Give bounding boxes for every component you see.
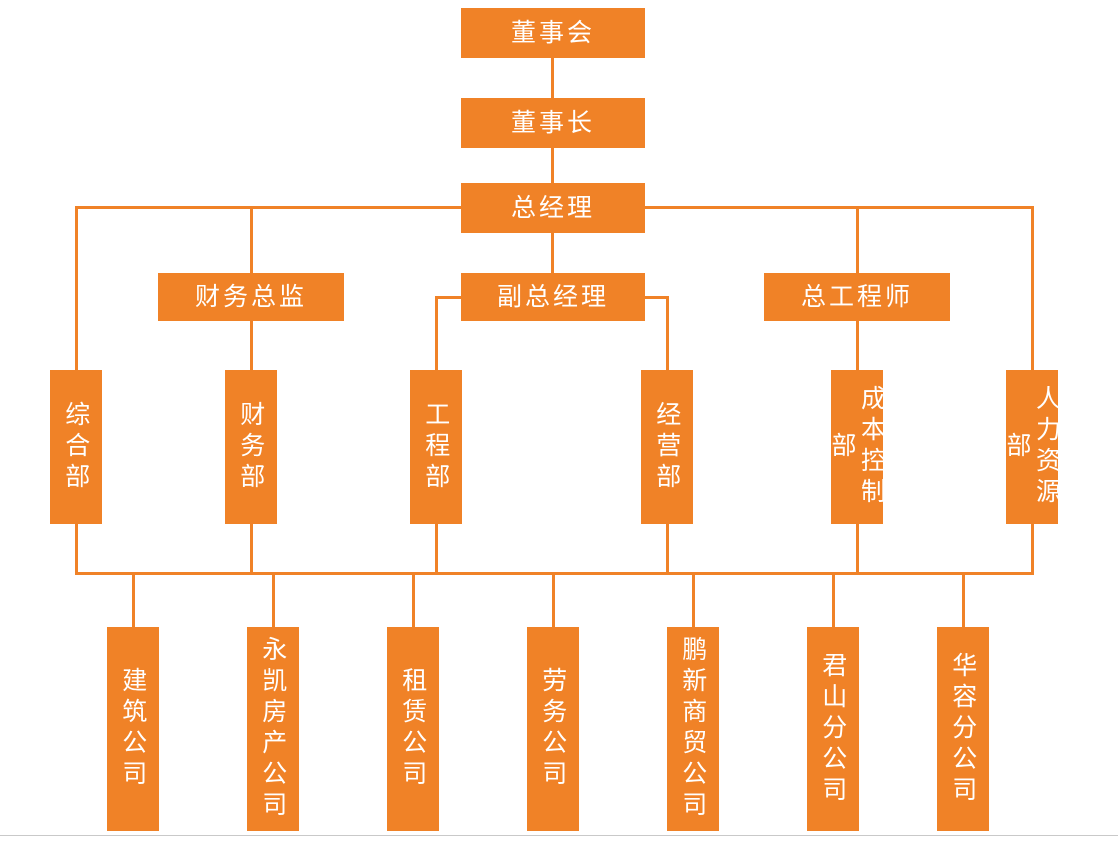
connector-deputy-gm-to-operations: [666, 296, 669, 371]
connector-operations-to-bottom-bus: [666, 523, 669, 575]
node-chairman[interactable]: 董事长: [461, 98, 645, 148]
node-subsidiary-leasing[interactable]: 租赁公司: [387, 627, 439, 831]
connector-bottom-bus-to-sub-2: [272, 572, 275, 627]
connector-bottom-bus-to-sub-7: [962, 572, 965, 627]
connector-bus-to-general-affairs: [75, 206, 78, 371]
connector-bottom-bus-to-sub-5: [692, 572, 695, 627]
connector-deputy-gm-arm-right: [641, 296, 669, 299]
connector-bus-to-chief-engineer: [856, 206, 859, 274]
connector-general-affairs-to-bottom-bus: [75, 523, 78, 575]
node-subsidiary-labor-services[interactable]: 劳务公司: [527, 627, 579, 831]
connector-gm-bus-left: [75, 206, 465, 209]
node-department-finance[interactable]: 财务部: [225, 370, 277, 524]
node-subsidiary-construction[interactable]: 建筑公司: [107, 627, 159, 831]
connector-bus-to-hr: [1031, 206, 1034, 371]
connector-finance-dept-to-bottom-bus: [250, 523, 253, 575]
connector-deputy-gm-to-engineering: [435, 296, 438, 371]
connector-cost-control-to-bottom-bus: [856, 523, 859, 575]
node-deputy-general-manager[interactable]: 副总经理: [461, 273, 645, 321]
node-cfo[interactable]: 财务总监: [158, 273, 344, 321]
node-department-engineering[interactable]: 工程部: [410, 370, 462, 524]
node-board-of-directors[interactable]: 董事会: [461, 8, 645, 58]
node-general-manager[interactable]: 总经理: [461, 183, 645, 233]
connector-gm-to-deputy-gm: [551, 233, 554, 274]
node-department-general-affairs[interactable]: 综合部: [50, 370, 102, 524]
connector-hr-to-bottom-bus: [1031, 523, 1034, 575]
connector-engineering-to-bottom-bus: [435, 523, 438, 575]
node-department-operations[interactable]: 经营部: [641, 370, 693, 524]
node-chief-engineer[interactable]: 总工程师: [764, 273, 950, 321]
connector-board-to-chairman: [551, 58, 554, 98]
node-subsidiary-huarong-branch[interactable]: 华容分公司: [937, 627, 989, 831]
footer-divider: [0, 835, 1118, 836]
connector-chief-engineer-to-cost-control: [856, 320, 859, 371]
connector-bottom-bus-to-sub-6: [832, 572, 835, 627]
node-subsidiary-junshan-branch[interactable]: 君山分公司: [807, 627, 859, 831]
node-subsidiary-yongkai-real-estate[interactable]: 永凯房产公司: [247, 627, 299, 831]
connector-bus-to-cfo: [250, 206, 253, 274]
connector-cfo-to-finance-dept: [250, 320, 253, 371]
connector-bottom-bus-to-sub-3: [412, 572, 415, 627]
node-subsidiary-pengxin-trading[interactable]: 鹏新商贸公司: [667, 627, 719, 831]
connector-gm-bus-right: [641, 206, 1034, 209]
connector-bottom-bus-to-sub-1: [132, 572, 135, 627]
connector-bottom-bus-to-sub-4: [552, 572, 555, 627]
node-department-cost-control[interactable]: 成本控制部: [828, 370, 887, 524]
node-department-human-resources[interactable]: 人力资源部: [1003, 370, 1062, 524]
connector-chairman-to-gm: [551, 148, 554, 183]
connector-deputy-gm-arm-left: [435, 296, 465, 299]
